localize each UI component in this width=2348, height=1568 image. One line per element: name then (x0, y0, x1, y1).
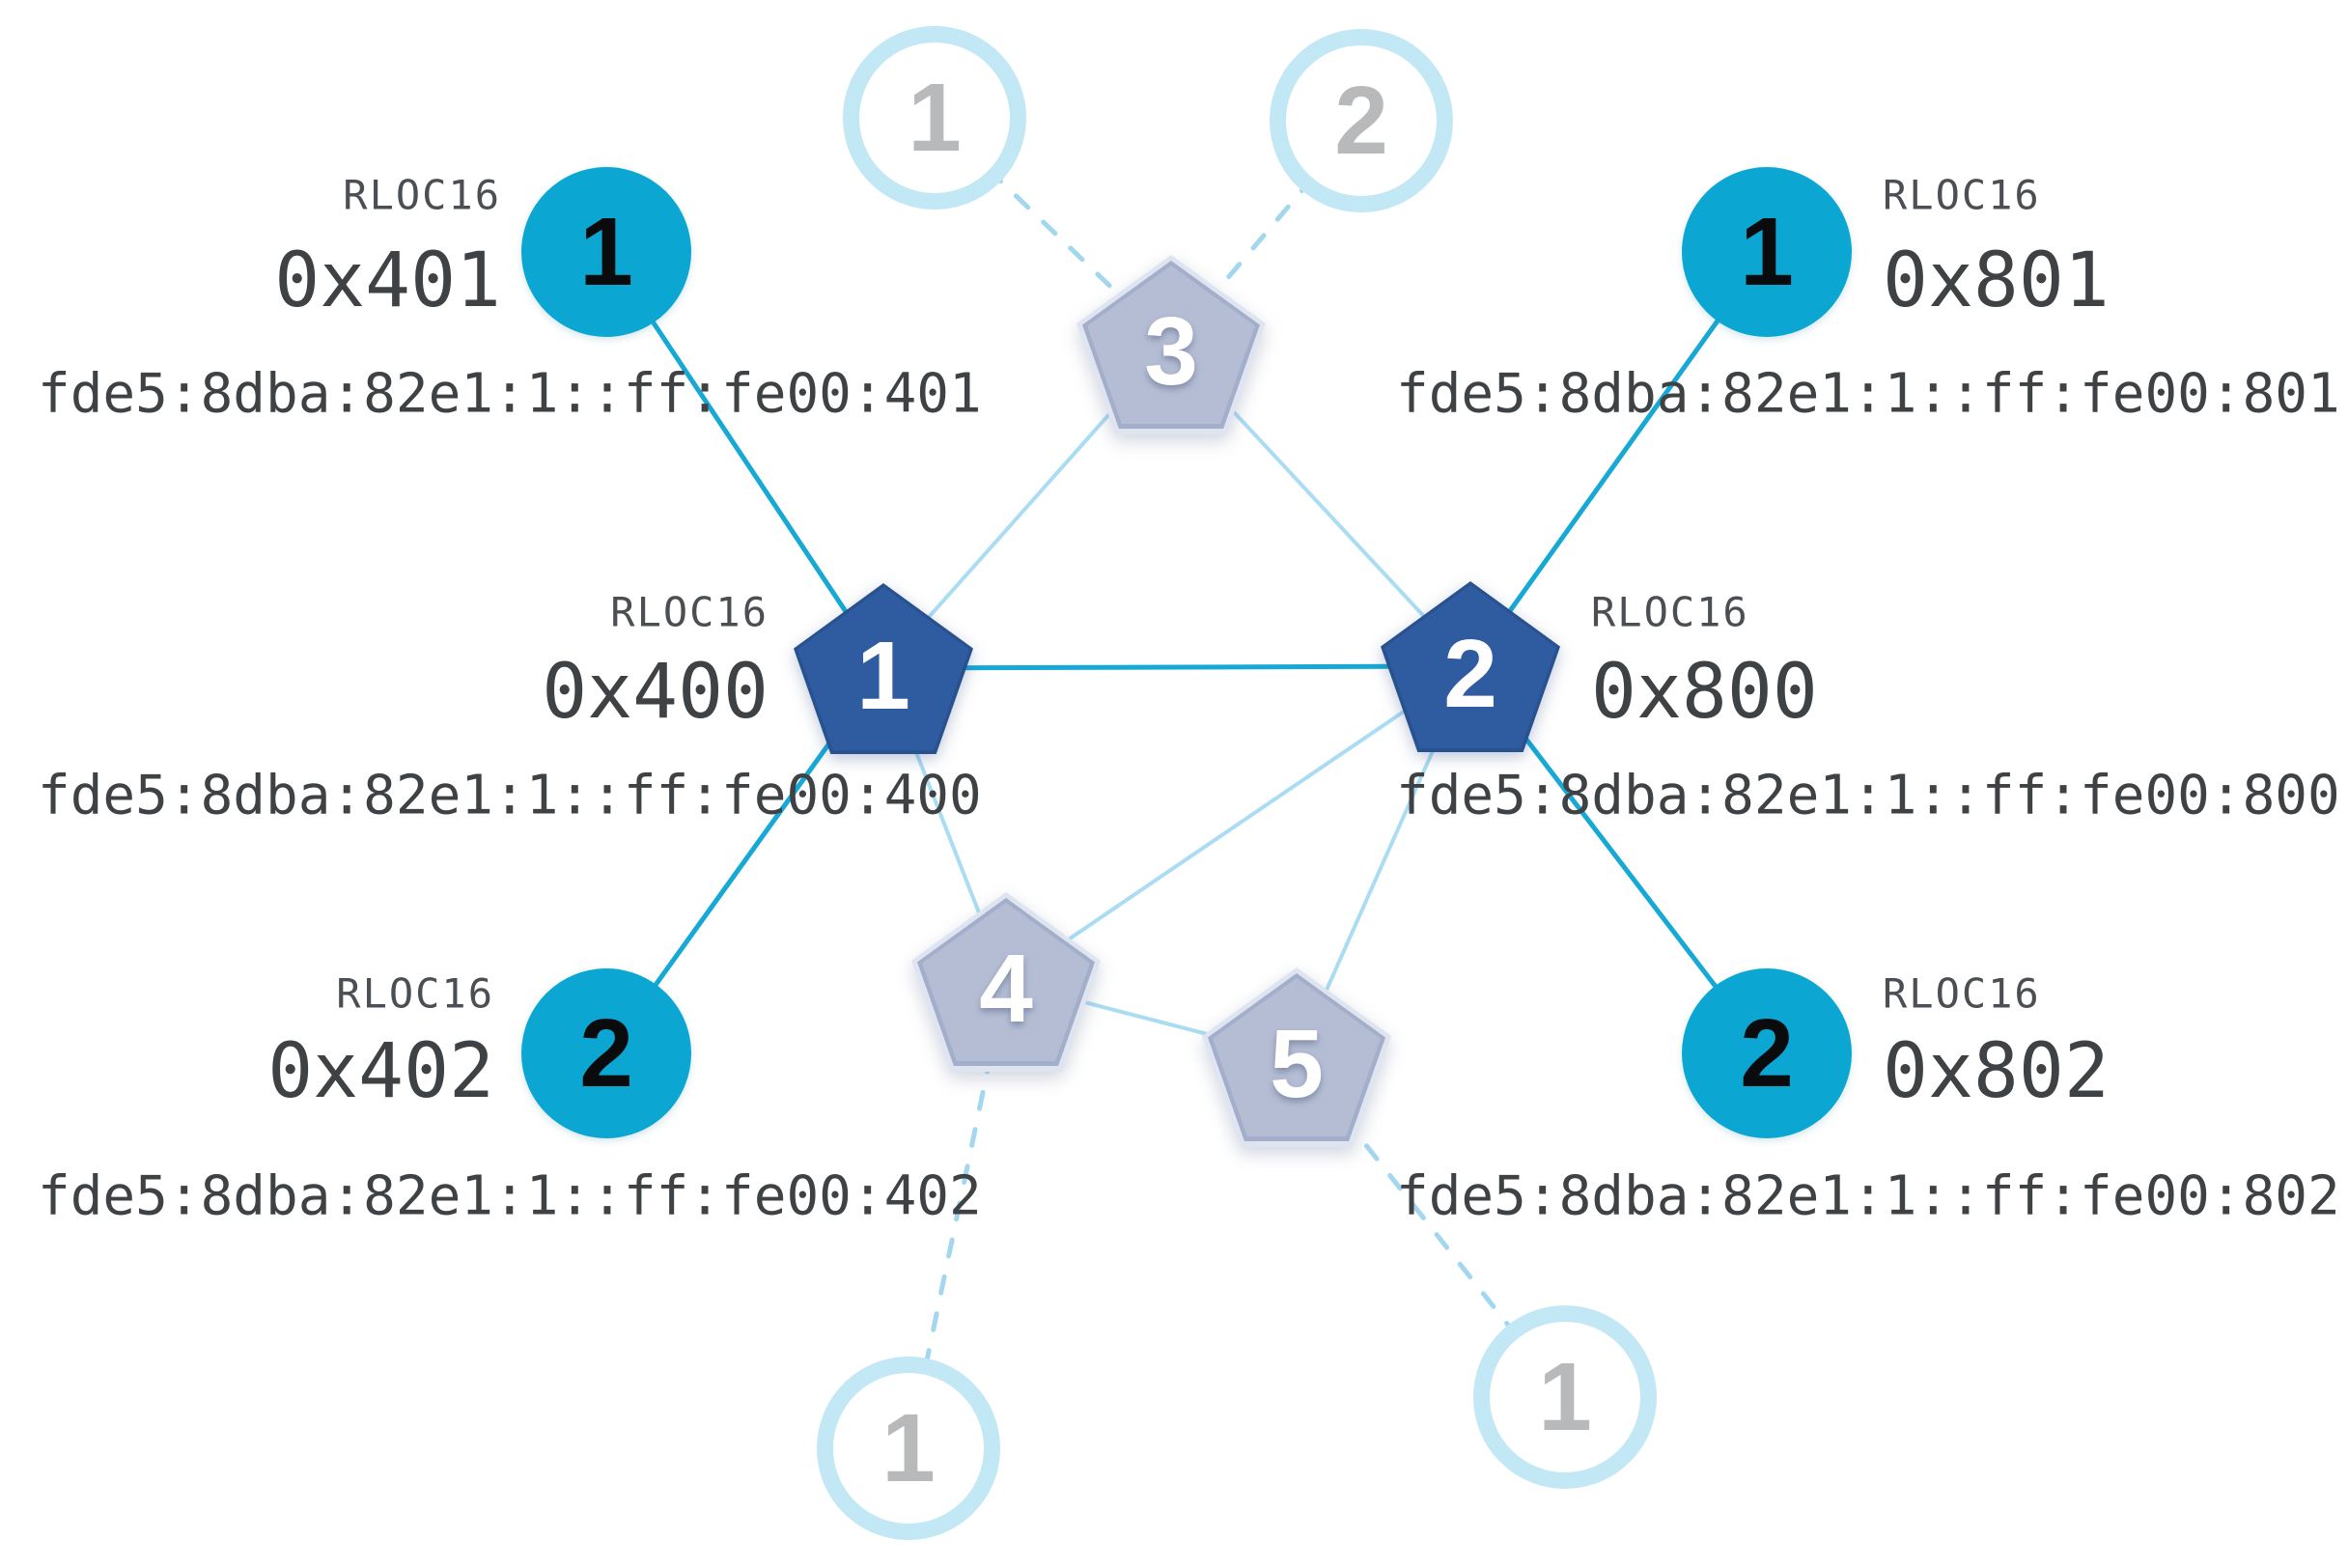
child-circle-0x401: 1 (521, 167, 691, 337)
rloc16-label: RLOC16 (343, 171, 501, 219)
rloc16-value-0x400: 0x400 (542, 649, 769, 736)
ipv6-address-800: fde5:8dba:82e1:1::ff:fe00:800 (1396, 764, 2340, 827)
router-5-pentagon: 5 (1202, 967, 1391, 1147)
router-2-pentagon: 2 (1381, 581, 1560, 752)
faded-child-number: 1 (1538, 1343, 1592, 1451)
router-number: 4 (979, 935, 1033, 1043)
rloc16-value-0x402: 0x402 (267, 1028, 494, 1115)
ipv6-address-401: fde5:8dba:82e1:1::ff:fe00:401 (38, 362, 982, 426)
rloc16-label: RLOC16 (1591, 588, 1749, 636)
link-router1-router2 (882, 663, 1471, 671)
faded-child-circle-top-right: 2 (1270, 29, 1453, 212)
faded-child-number: 1 (908, 64, 962, 172)
ipv6-address-402: fde5:8dba:82e1:1::ff:fe00:402 (38, 1164, 982, 1228)
rloc16-label: RLOC16 (610, 588, 769, 636)
rloc16-label: RLOC16 (1883, 171, 2041, 219)
router-number: 3 (1144, 297, 1198, 406)
child-number: 1 (579, 198, 633, 306)
child-number: 1 (1740, 198, 1794, 306)
rloc16-value-0x801: 0x801 (1883, 238, 2110, 324)
faded-child-number: 2 (1334, 67, 1388, 175)
child-number: 2 (579, 999, 633, 1107)
rloc16-label: RLOC16 (336, 969, 494, 1018)
ipv6-address-801: fde5:8dba:82e1:1::ff:fe00:801 (1396, 362, 2340, 426)
child-circle-0x402: 2 (521, 968, 691, 1138)
router-1-pentagon: 1 (794, 583, 973, 754)
faded-child-circle-bottom-right: 1 (1473, 1305, 1657, 1489)
child-circle-0x802: 2 (1682, 968, 1852, 1138)
router-4-pentagon: 4 (911, 892, 1101, 1072)
router-number: 2 (1443, 619, 1497, 728)
rloc16-value-0x800: 0x800 (1591, 649, 1818, 736)
faded-child-number: 1 (881, 1394, 936, 1502)
rloc16-label: RLOC16 (1883, 969, 2041, 1018)
child-circle-0x801: 1 (1682, 167, 1852, 337)
ipv6-address-802: fde5:8dba:82e1:1::ff:fe00:802 (1396, 1164, 2340, 1228)
child-number: 2 (1740, 999, 1794, 1107)
link-router2-router4 (1004, 664, 1472, 984)
router-number: 1 (856, 621, 910, 730)
router-3-pentagon: 3 (1076, 255, 1266, 434)
rloc16-value-0x401: 0x401 (274, 238, 501, 324)
rloc16-value-0x802: 0x802 (1883, 1028, 2110, 1115)
faded-child-circle-bottom-left: 1 (817, 1357, 1000, 1540)
ipv6-address-400: fde5:8dba:82e1:1::ff:fe00:400 (38, 764, 982, 827)
faded-child-circle-top-left: 1 (843, 26, 1026, 210)
router-number: 5 (1270, 1010, 1324, 1118)
